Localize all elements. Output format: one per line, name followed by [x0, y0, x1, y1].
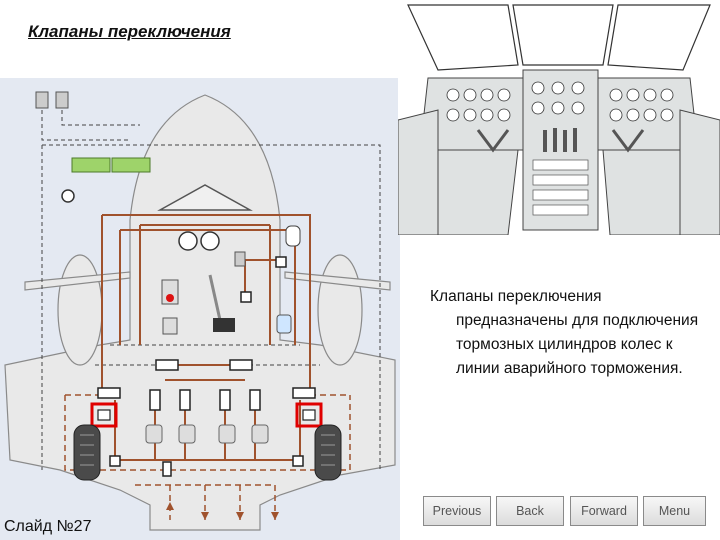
menu-button[interactable]: Menu — [643, 496, 706, 526]
return-lines — [64, 394, 351, 520]
valve-unit — [162, 317, 178, 335]
switching-valve-left — [90, 402, 118, 428]
engine-right — [284, 254, 391, 366]
pressure-gauges — [178, 231, 220, 251]
wheel-left — [73, 424, 101, 481]
back-button[interactable]: Back — [496, 496, 564, 526]
forward-button[interactable]: Forward — [570, 496, 638, 526]
hydraulic-lines — [101, 214, 311, 461]
previous-button[interactable]: Previous — [423, 496, 491, 526]
brake-cylinders — [145, 424, 269, 444]
green-indicators — [71, 157, 151, 173]
emergency-brake-lever — [208, 274, 235, 332]
pressure-sensors — [35, 91, 69, 109]
accumulator — [285, 225, 301, 247]
throttle-levers — [543, 128, 577, 152]
slide-number: Слайд №27 — [4, 518, 92, 535]
red-indicator — [166, 294, 174, 302]
slide-description: Клапаны переключения предназначены для п… — [430, 285, 700, 381]
wheel-right — [314, 424, 342, 481]
cockpit-illustration — [398, 0, 720, 235]
slide-title: Клапаны переключения — [28, 22, 231, 41]
distributors — [97, 359, 316, 477]
switching-valve-right — [295, 402, 323, 428]
check-valve — [275, 256, 287, 268]
flow-arrows — [166, 502, 279, 520]
description-text: Клапаны переключения предназначены для п… — [430, 288, 699, 377]
instrument-dials — [446, 81, 674, 122]
check-valve — [240, 291, 252, 303]
small-valve — [234, 251, 246, 267]
brake-system-diagram — [4, 91, 396, 531]
cockpit-window — [157, 184, 253, 211]
selector-knob — [61, 189, 75, 203]
fluid-tank — [276, 314, 292, 334]
title-band — [0, 0, 430, 78]
control-yokes — [476, 129, 645, 153]
